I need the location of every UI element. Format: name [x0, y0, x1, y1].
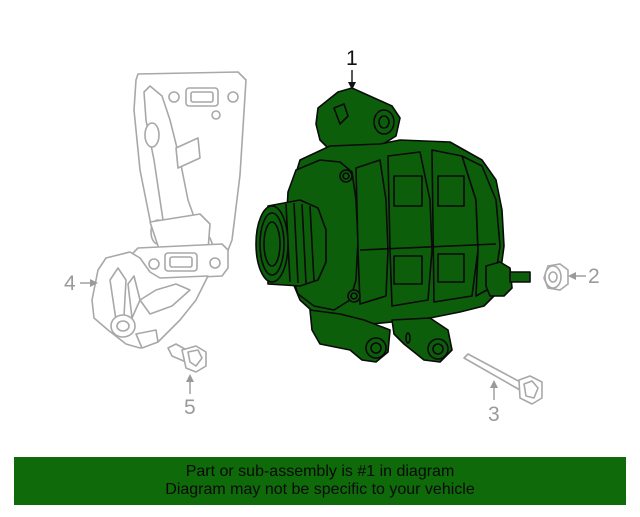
banner-line-part-note: Part or sub-assembly is #1 in diagram: [185, 463, 455, 480]
long-bolt-part[interactable]: [463, 353, 543, 405]
callout-3[interactable]: 3: [488, 403, 500, 426]
callout-leaders: [80, 70, 586, 400]
callout-5[interactable]: 5: [184, 396, 196, 419]
disclaimer-banner: Part or sub-assembly is #1 in diagram Di…: [14, 457, 626, 505]
banner-line-vehicle-note: Diagram may not be specific to your vehi…: [165, 481, 475, 498]
callout-1[interactable]: 1: [346, 47, 358, 70]
callout-4[interactable]: 4: [64, 272, 76, 295]
callout-2[interactable]: 2: [588, 265, 600, 288]
mounting-bracket-part[interactable]: [91, 71, 247, 349]
alternator-part[interactable]: [255, 87, 531, 363]
bracket-bolt-part[interactable]: [167, 343, 207, 373]
nut-part[interactable]: [543, 263, 569, 291]
